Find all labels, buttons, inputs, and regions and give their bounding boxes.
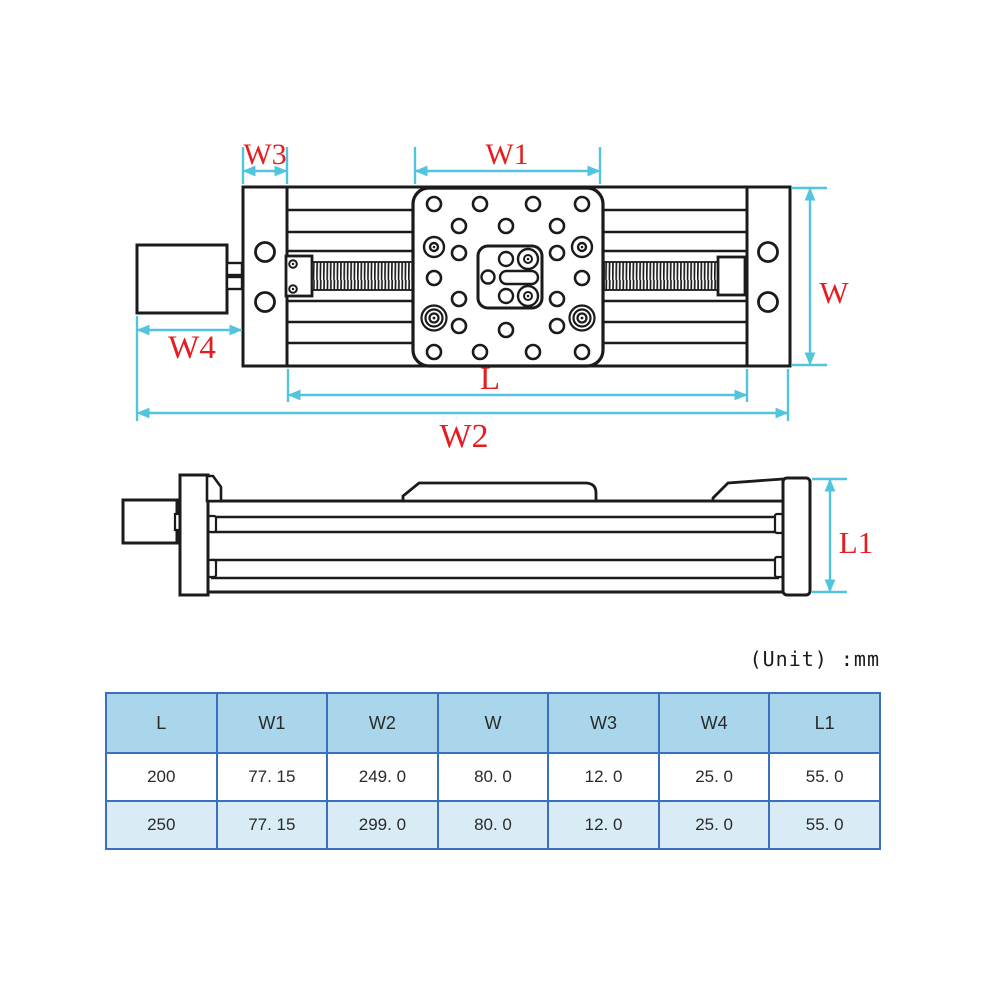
- cell-w3-250: 12. 0: [547, 800, 660, 850]
- motor-block-top: [135, 243, 229, 315]
- dim-label-w4: W4: [168, 330, 216, 366]
- dim-w1: [413, 147, 602, 184]
- spec-table: L W1 W2 W W3 W4 L1 200 77. 15 249. 0 80.…: [105, 692, 881, 850]
- col-header-w: W: [436, 692, 550, 754]
- col-header-w2: W2: [326, 692, 439, 754]
- cell-l-200: 200: [105, 752, 218, 802]
- motor-shaft-coupling-top: [225, 261, 244, 291]
- carriage-mounting-holes: [425, 195, 591, 361]
- spec-row-250: 250 77. 15 299. 0 80. 0 12. 0 25. 0 55. …: [105, 800, 881, 850]
- carriage-plate-side: [401, 481, 598, 503]
- cell-w4-250: 25. 0: [657, 800, 771, 850]
- col-header-w3: W3: [547, 692, 660, 754]
- center-slot: [498, 269, 540, 286]
- cell-w4-200: 25. 0: [657, 752, 771, 802]
- cell-w-250: 80. 0: [436, 800, 550, 850]
- dim-l1: [812, 477, 847, 594]
- left-chamfer-block: [205, 474, 223, 503]
- spec-row-200: 200 77. 15 249. 0 80. 0 12. 0 25. 0 55. …: [105, 752, 881, 802]
- lead-screw: [284, 254, 747, 298]
- right-chamfer-block: [711, 477, 785, 503]
- end-plate-holes: [254, 241, 779, 313]
- carriage-ringed-holes: [422, 235, 594, 259]
- carriage-bullseye-holes: [420, 304, 596, 332]
- side-view: [121, 473, 812, 597]
- left-end-plate-side: [178, 473, 210, 597]
- cell-l1-200: 55. 0: [768, 752, 881, 802]
- cell-w3-200: 12. 0: [547, 752, 660, 802]
- cell-w-200: 80. 0: [436, 752, 550, 802]
- dim-label-l1: L1: [839, 525, 873, 560]
- screw-end-block: [716, 255, 747, 297]
- cell-l-250: 250: [105, 800, 218, 850]
- spec-table-header-row: L W1 W2 W W3 W4 L1: [105, 692, 881, 754]
- unit-note: (Unit) :mm: [749, 647, 880, 671]
- dimension-annotations-top: [135, 147, 827, 421]
- dim-label-w1: W1: [485, 138, 528, 171]
- dim-w4: [135, 316, 243, 343]
- side-rail-lines: [211, 515, 779, 580]
- cell-w2-250: 299. 0: [326, 800, 439, 850]
- dim-label-w2: W2: [439, 418, 488, 455]
- cell-w1-200: 77. 15: [215, 752, 329, 802]
- carriage-center-pocket: [476, 244, 544, 310]
- cell-w2-200: 249. 0: [326, 752, 439, 802]
- col-header-l: L: [105, 692, 218, 754]
- rail-end-tabs: [206, 512, 785, 579]
- col-header-w4: W4: [657, 692, 771, 754]
- dim-w3: [241, 147, 289, 184]
- dim-w: [792, 186, 827, 367]
- cell-w1-250: 77. 15: [215, 800, 329, 850]
- actuator-technical-drawing: W3 W1 W W4 L W2: [121, 138, 873, 597]
- screw-thread-right: [603, 261, 719, 291]
- col-header-w1: W1: [215, 692, 329, 754]
- col-header-l1: L1: [768, 692, 881, 754]
- right-end-plate-side: [781, 476, 812, 597]
- dim-label-l: L: [480, 361, 500, 397]
- top-view: [135, 185, 792, 368]
- dim-label-w3: W3: [243, 138, 286, 171]
- screw-thread-left: [311, 261, 414, 291]
- dim-w2: [135, 343, 790, 421]
- dim-l: [286, 369, 749, 402]
- dim-label-w: W: [819, 275, 849, 310]
- motor-block-side: [121, 498, 179, 545]
- cell-l1-250: 55. 0: [768, 800, 881, 850]
